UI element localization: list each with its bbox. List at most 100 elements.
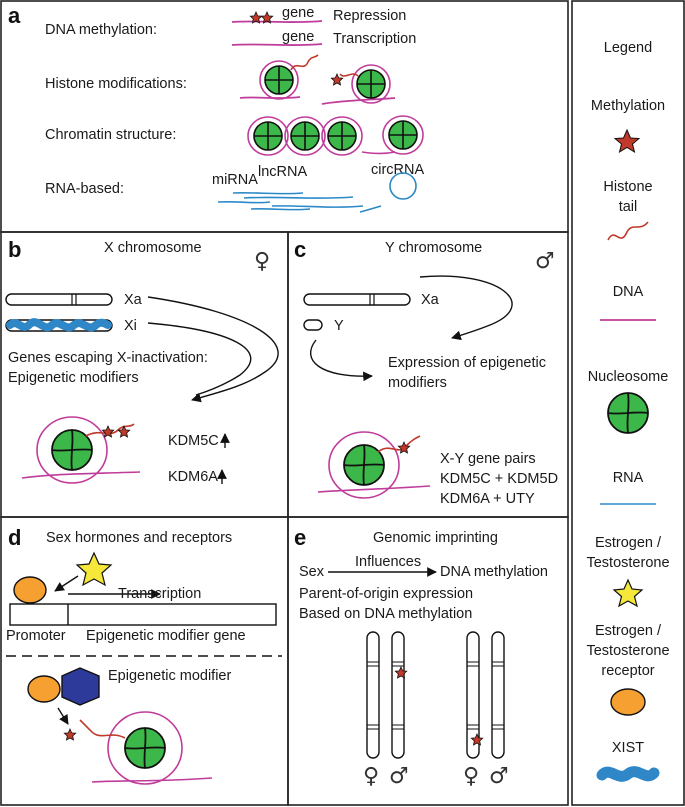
- lncrna-label: lncRNA: [258, 164, 307, 180]
- panel-c-nucleosome: [317, 431, 431, 499]
- panel-a-letter: a: [8, 3, 21, 28]
- rna-based-label: RNA-based:: [45, 181, 124, 197]
- y-label: Y: [334, 318, 344, 334]
- panel-c-title: Y chromosome: [385, 240, 482, 256]
- panel-d-letter: d: [8, 525, 21, 550]
- dna-methylation-label: DNA methylation: [440, 564, 548, 580]
- gene-label: gene: [282, 5, 314, 21]
- methylation-star-icon: [63, 728, 77, 741]
- xist-icon: [6, 318, 112, 332]
- nucleosome-icon: [253, 121, 283, 151]
- xi-chromosome: Xi: [5, 318, 137, 334]
- receptor-icon: [610, 688, 646, 716]
- promoter-label: Promoter: [6, 628, 66, 644]
- repression-label: Repression: [333, 8, 406, 24]
- male-symbol-icon: ♂: [489, 764, 509, 789]
- expression-label: Expression of epigenetic: [388, 355, 546, 371]
- legend-receptor-label-1: Estrogen /: [595, 623, 662, 639]
- panel-e-title: Genomic imprinting: [373, 530, 498, 546]
- nucleosome-icon: [607, 392, 649, 434]
- histone-tail-icon: [290, 54, 319, 71]
- parent-of-origin-label: Parent-of-origin expression: [299, 586, 473, 602]
- legend-estrogen-label-2: Testosterone: [586, 555, 669, 571]
- mirna-label: miRNA: [212, 172, 258, 188]
- legend-dna-label: DNA: [613, 284, 644, 300]
- methylated-gene-diagram: gene Repression: [231, 5, 406, 24]
- panel-c: c Y chromosome ♂ Xa Y Expression of epig…: [294, 237, 558, 507]
- xa-label: Xa: [421, 292, 440, 308]
- escaping-genes-label: Genes escaping X-inactivation:: [8, 350, 208, 366]
- legend-estrogen-label-1: Estrogen /: [595, 535, 662, 551]
- chromatin-structure-label: Chromatin structure:: [45, 127, 176, 143]
- sex-label: Sex: [299, 564, 325, 580]
- xa-chromosome: Xa: [303, 292, 440, 308]
- legend-nucleosome-label: Nucleosome: [588, 369, 669, 385]
- hormone-star-icon: [612, 578, 644, 608]
- epigenetic-modifier-label: Epigenetic modifier: [108, 668, 231, 684]
- epigenetic-modifier-gene-label: Epigenetic modifier gene: [86, 628, 246, 644]
- chromosome-pair-2: ♀ ♂: [463, 631, 509, 789]
- xy-gene-pairs-label: X-Y gene pairs: [440, 451, 536, 467]
- kdm6a-label: KDM6A: [168, 469, 218, 485]
- legend-frame: [571, 0, 685, 806]
- xi-label: Xi: [124, 318, 137, 334]
- nucleosome-icon: [327, 121, 357, 151]
- transcription-label: Transcription: [118, 586, 201, 602]
- panel-c-letter: c: [294, 237, 306, 262]
- male-symbol-icon: ♂: [535, 249, 555, 274]
- panel-d-nucleosome: [63, 711, 213, 785]
- gene-box: [9, 603, 277, 626]
- based-on-methylation-label: Based on DNA methylation: [299, 606, 472, 622]
- hormone-star-icon: [75, 551, 113, 587]
- panel-d-title: Sex hormones and receptors: [46, 530, 232, 546]
- panel-b-letter: b: [8, 237, 21, 262]
- nucleosome-icon: [290, 121, 320, 151]
- kdm5c-label: KDM5C: [168, 433, 219, 449]
- female-symbol-icon: ♀: [363, 764, 379, 789]
- panel-b: b X chromosome ♀ Xa Xi Genes escaping X-…: [5, 237, 279, 485]
- xist-icon: [596, 766, 660, 782]
- receptor-icon: [27, 675, 61, 703]
- histone-tail-icon: [607, 221, 649, 241]
- panel-e: e Genomic imprinting Sex Influences DNA …: [294, 525, 548, 789]
- panel-e-letter: e: [294, 525, 306, 550]
- methylation-star-icon: [613, 128, 641, 154]
- panel-a: a DNA methylation: Histone modifications…: [8, 3, 424, 213]
- legend-histone-label-1: Histone: [603, 179, 652, 195]
- nucleosome-icon: [356, 69, 386, 99]
- modifiers-label: modifiers: [388, 375, 447, 391]
- histone-tail-icon: [79, 719, 126, 739]
- epigenetic-modifier-icon: [61, 667, 100, 706]
- panel-d: d Sex hormones and receptors Transcripti…: [6, 525, 282, 785]
- histone-modification-diagram: [239, 54, 396, 105]
- chromatin-structure-diagram: [247, 115, 424, 156]
- kdm5c-kdm5d-label: KDM5C + KDM5D: [440, 471, 558, 487]
- influences-label: Influences: [355, 554, 421, 570]
- legend-xist-label: XIST: [612, 740, 644, 756]
- female-symbol-icon: ♀: [463, 764, 479, 789]
- histone-modifications-label: Histone modifications:: [45, 76, 187, 92]
- legend-receptor-label-3: receptor: [601, 663, 654, 679]
- transcription-label: Transcription: [333, 31, 416, 47]
- legend-methylation-label: Methylation: [591, 98, 665, 114]
- female-symbol-icon: ♀: [254, 249, 270, 274]
- rna-diagram: miRNA lncRNA circRNA: [212, 162, 424, 213]
- xa-label: Xa: [124, 292, 143, 308]
- panel-e-frame: [287, 516, 569, 806]
- dna-methylation-label: DNA methylation:: [45, 22, 157, 38]
- epigenetic-modifiers-label: Epigenetic modifiers: [8, 370, 139, 386]
- unmethylated-gene-diagram: gene Transcription: [231, 29, 416, 47]
- male-symbol-icon: ♂: [389, 764, 409, 789]
- legend-receptor-label-2: Testosterone: [586, 643, 669, 659]
- gene-label: gene: [282, 29, 314, 45]
- histone-tail-icon: [339, 73, 359, 77]
- legend-rna-label: RNA: [613, 470, 644, 486]
- circrna-label: circRNA: [371, 162, 424, 178]
- nucleosome-icon: [388, 120, 418, 150]
- panel-b-nucleosome: [21, 416, 141, 484]
- circrna-icon: [389, 172, 417, 200]
- nucleosome-icon: [124, 727, 166, 769]
- nucleosome-icon: [264, 65, 294, 95]
- panel-b-title: X chromosome: [104, 240, 202, 256]
